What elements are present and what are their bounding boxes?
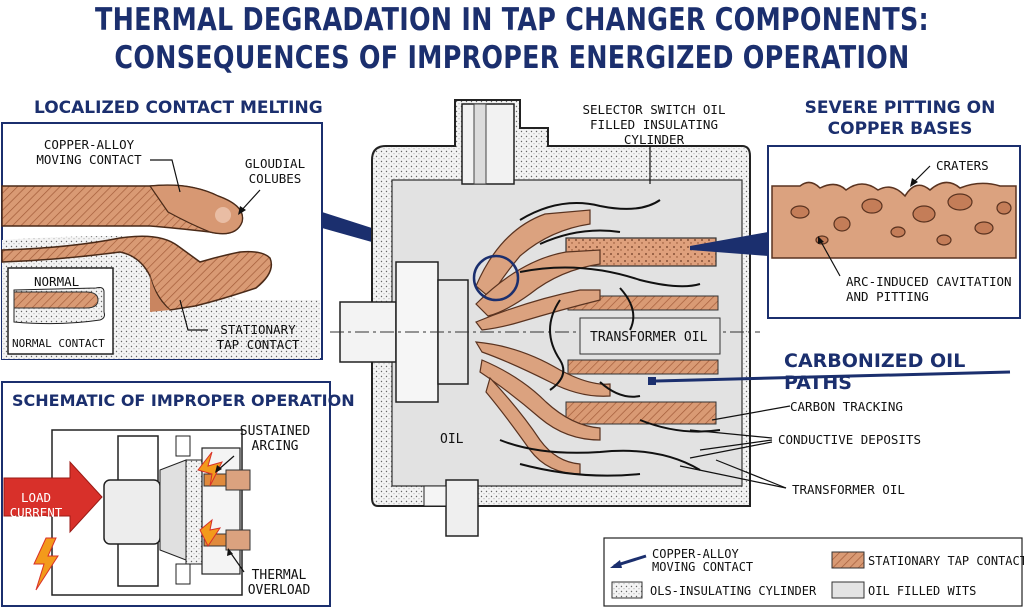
legend (603, 537, 1023, 607)
transformer-oil-inner-label: TRANSFORMER OIL (590, 330, 708, 345)
cylinder-label: SELECTOR SWITCH OIL FILLED INSULATING CY… (582, 102, 726, 147)
legend-moving-contact: COPPER-ALLOY MOVING CONTACT (652, 547, 754, 574)
melting-heading: LOCALIZED CONTACT MELTING (34, 98, 323, 118)
thermal-overload-label: THERMAL OVERLOAD (247, 568, 311, 598)
transformer-oil-outer-label: TRANSFORMER OIL (792, 482, 905, 497)
carbon-leaders (679, 405, 791, 489)
globules-label: GLOUDIAL COLUBES (244, 156, 306, 186)
pitting-panel (767, 145, 1021, 319)
conductive-deposits-label: CONDUCTIVE DEPOSITS (778, 432, 921, 447)
cavitation-label: ARC-INDUCED CAVITATION AND PITTING (846, 274, 1012, 304)
normal-label: NORMAL (34, 274, 80, 289)
page-title-line1: THERMAL DEGRADATION IN TAP CHANGER COMPO… (95, 2, 929, 38)
legend-insulating-cylinder: OLS-INSULATING CYLINDER (650, 584, 817, 598)
legend-oil-filled: OIL FILLED WITS (868, 584, 977, 598)
tap-changer-cutaway (330, 99, 760, 537)
oil-label: OIL (440, 432, 464, 447)
stationary-contact-label: STATIONARY TAP CONTACT (216, 322, 300, 352)
legend-stationary-contact: STATIONARY TAP CONTACT (868, 554, 1024, 568)
craters-label: CRATERS (936, 158, 989, 173)
melting-panel (1, 122, 323, 360)
schematic-panel (1, 381, 331, 607)
page-title-line2: CONSEQUENCES OF IMPROPER ENERGIZED OPERA… (114, 40, 910, 76)
load-current-label: LOAD CURRENT (9, 490, 63, 520)
arcing-label: SUSTAINED ARCING (239, 424, 311, 454)
pitting-heading: SEVERE PITTING ON COPPER BASES (804, 98, 996, 139)
carbon-heading: CARBONIZED OIL PATHS (784, 350, 966, 394)
normal-contact-label: NORMAL CONTACT (12, 337, 105, 350)
moving-contact-label: COPPER-ALLOY MOVING CONTACT (36, 137, 142, 167)
schematic-heading: SCHEMATIC OF IMPROPER OPERATION (12, 391, 355, 410)
carbon-tracking-label: CARBON TRACKING (790, 399, 903, 414)
